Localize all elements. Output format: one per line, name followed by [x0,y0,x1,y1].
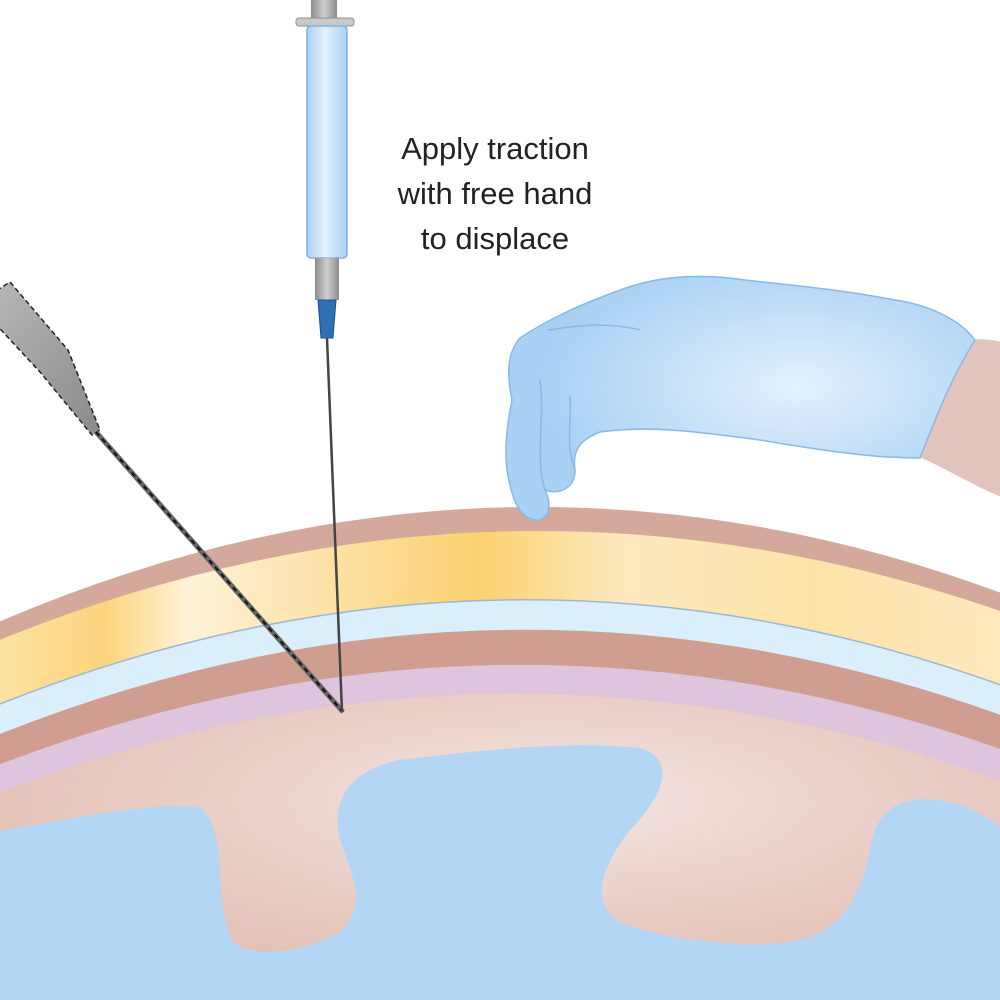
glove-finger-line-1 [539,379,546,491]
syringe-plunger [311,0,337,20]
fluid-left [0,745,1000,1000]
needle-shaft [325,337,344,713]
fluid-regions [0,745,1000,1000]
gloved-hand-icon [505,275,1000,521]
glove-cuff-line [547,324,641,331]
syringe-flange [295,17,355,27]
traction-instruction-label: Apply traction with free hand to displac… [397,131,593,256]
trocar-icon [0,281,345,714]
glove [505,275,976,521]
syringe-tip [315,258,339,300]
syringe-icon [295,0,355,713]
trocar-shaft [94,430,345,714]
trocar-handle [0,281,101,436]
needle-hub [317,299,337,339]
glove-finger-line-2 [568,394,576,471]
